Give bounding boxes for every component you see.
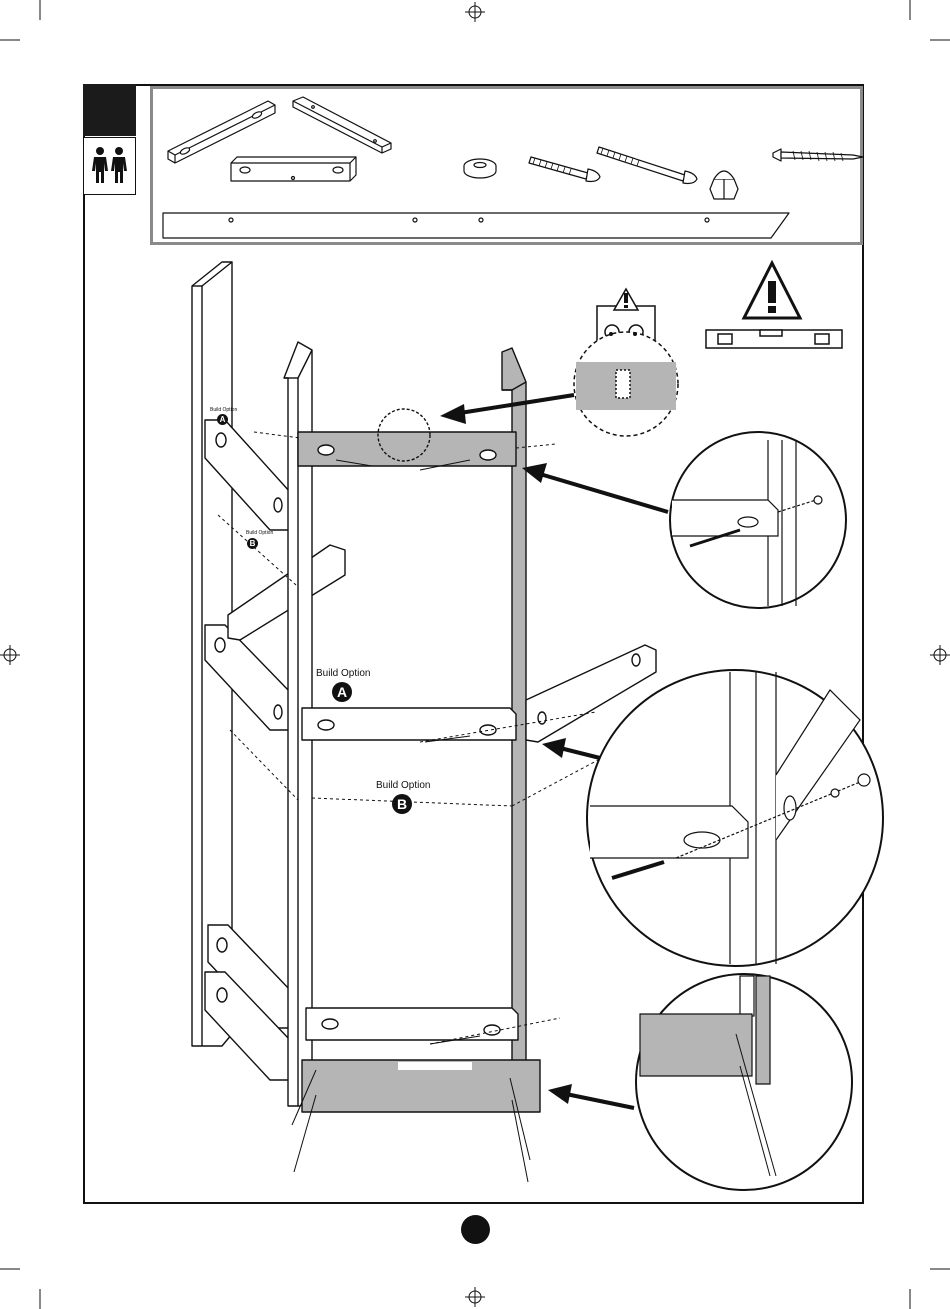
build-option-badge-a: A bbox=[332, 682, 352, 702]
build-option-badge-small-b: B bbox=[247, 538, 258, 549]
build-option-label-b: Build Option bbox=[376, 780, 430, 791]
build-option-badge-b: B bbox=[392, 794, 412, 814]
build-option-label-small-a: Build Option bbox=[210, 407, 237, 413]
page-number-dot bbox=[461, 1215, 490, 1244]
build-option-label-small-b: Build Option bbox=[246, 530, 273, 536]
build-option-badge-small-a: A bbox=[217, 414, 228, 425]
build-option-label-a: Build Option bbox=[316, 668, 370, 679]
